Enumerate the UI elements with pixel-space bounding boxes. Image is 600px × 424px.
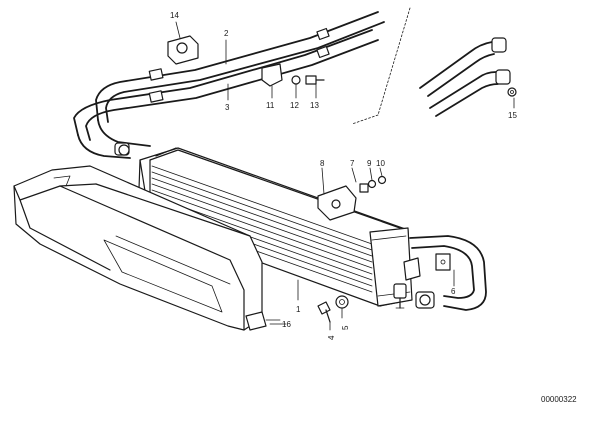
- callout-6: 6: [451, 287, 456, 296]
- diagram-reference-number: 00000322: [541, 395, 577, 404]
- callout-14: 14: [170, 11, 179, 20]
- callout-3: 3: [225, 103, 230, 112]
- leader-lines: [225, 39, 515, 325]
- bracket-11-12-13: [261, 63, 325, 99]
- callout-16: 16: [282, 320, 291, 329]
- hose-end-detail: [419, 37, 517, 117]
- callout-12: 12: [290, 101, 299, 110]
- callout-5: 5: [341, 325, 350, 330]
- callout-1: 1: [296, 305, 301, 314]
- fasteners-bottom: [297, 279, 349, 331]
- callout-7: 7: [350, 159, 355, 168]
- callout-4: 4: [327, 335, 336, 340]
- callout-2: 2: [224, 29, 229, 38]
- detail-frame: [351, 7, 411, 125]
- callout-8: 8: [320, 159, 325, 168]
- callout-11: 11: [266, 101, 275, 110]
- outlet-pipe: [393, 235, 487, 311]
- air-duct-shroud: [13, 165, 281, 331]
- callout-9: 9: [367, 159, 372, 168]
- mounting-bracket: [317, 167, 387, 221]
- callout-13: 13: [310, 101, 319, 110]
- hose-clamp-14: [167, 21, 199, 65]
- callout-labels: 1 2 3 4 5 6 7 8 9 10 11 12 13 14 15 16: [170, 11, 517, 340]
- callout-15: 15: [508, 111, 517, 120]
- callout-10: 10: [376, 159, 385, 168]
- oil-lines-upper: [73, 11, 385, 159]
